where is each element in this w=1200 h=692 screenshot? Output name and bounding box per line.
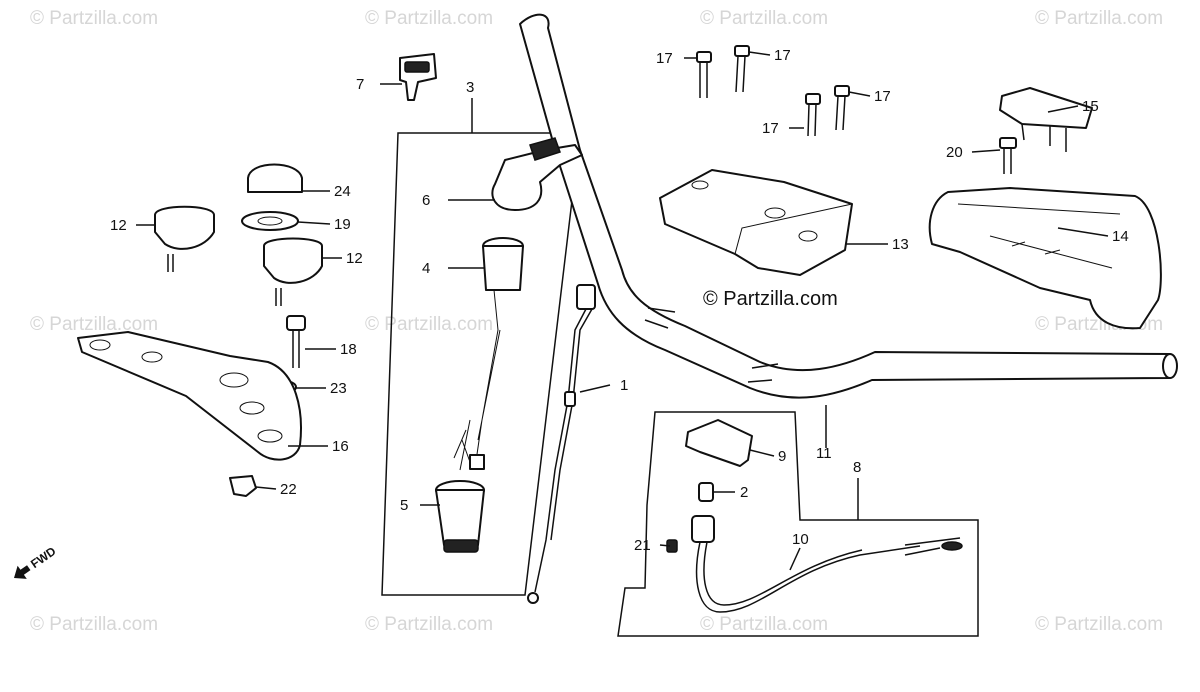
handlebar-part-11[interactable]	[519, 13, 1178, 399]
key-part-7[interactable]	[399, 53, 437, 101]
callout-labels: 7 3 6 4 5 1 9 2 11 8 10 21 12 12 24 19 1…	[110, 47, 1129, 554]
callout-3: 3	[466, 79, 474, 96]
switch-cover-part-6[interactable]	[491, 137, 583, 211]
mirror-switch-group-box	[617, 411, 979, 637]
fwd-arrow-icon: FWD	[14, 544, 59, 579]
watermark: © Partzilla.com	[1035, 614, 1163, 635]
callout-17: 17	[774, 47, 791, 64]
callout-1: 1	[620, 377, 628, 394]
copyright-text: © Partzilla.com	[703, 288, 838, 310]
callout-9: 9	[778, 448, 786, 465]
callout-2: 2	[740, 484, 748, 501]
callout-12: 12	[110, 217, 127, 234]
callout-10: 10	[792, 531, 809, 548]
watermark: © Partzilla.com	[365, 614, 493, 635]
holder-lower-part-12[interactable]	[263, 237, 323, 307]
washer-part-19[interactable]	[241, 211, 299, 231]
switch-holder-part-5[interactable]	[435, 480, 485, 553]
callout-5: 5	[400, 497, 408, 514]
holder-upper-part-12[interactable]	[154, 205, 215, 272]
watermark: © Partzilla.com	[365, 8, 493, 29]
watermark: © Partzilla.com	[1035, 8, 1163, 29]
watermark: © Partzilla.com	[700, 8, 828, 29]
cap-nut-part-24[interactable]	[247, 163, 303, 193]
bolt-part-20[interactable]	[999, 137, 1017, 174]
callout-18: 18	[340, 341, 357, 358]
watermark: © Partzilla.com	[30, 614, 158, 635]
callout-24: 24	[334, 183, 351, 200]
nut-part-22[interactable]	[229, 475, 257, 497]
callout-17: 17	[874, 88, 891, 105]
callout-22: 22	[280, 481, 297, 498]
callout-4: 4	[422, 260, 430, 277]
callout-17: 17	[762, 120, 779, 137]
watermark-layer: © Partzilla.com © Partzilla.com © Partzi…	[30, 8, 1163, 635]
callout-8: 8	[853, 459, 861, 476]
ignition-switch-group-box	[381, 132, 579, 596]
callout-6: 6	[422, 192, 430, 209]
callout-21: 21	[634, 537, 651, 554]
watermark: © Partzilla.com	[30, 8, 158, 29]
callout-19: 19	[334, 216, 351, 233]
watermark: © Partzilla.com	[700, 614, 828, 635]
leader-lines	[136, 51, 1109, 571]
callout-7: 7	[356, 76, 364, 93]
upper-holder-part-13[interactable]	[659, 169, 853, 276]
indicator-part-15[interactable]	[999, 87, 1093, 152]
switch-part-2[interactable]	[698, 482, 714, 502]
callout-15: 15	[1082, 98, 1099, 115]
watermark: © Partzilla.com	[365, 314, 493, 335]
callout-14: 14	[1112, 228, 1129, 245]
bracket-part-16[interactable]	[77, 331, 302, 461]
callout-17: 17	[656, 50, 673, 67]
callout-11: 11	[816, 445, 832, 462]
callout-13: 13	[892, 236, 909, 253]
fwd-label: FWD	[28, 544, 59, 571]
switch-part-9[interactable]	[685, 419, 753, 467]
watermark: © Partzilla.com	[30, 314, 158, 335]
bolt-part-18[interactable]	[286, 315, 306, 368]
callout-23: 23	[330, 380, 347, 397]
bolts-part-17[interactable]	[696, 45, 850, 137]
ignition-switch-part-4[interactable]	[453, 237, 524, 471]
callout-20: 20	[946, 144, 963, 161]
cover-part-14[interactable]	[928, 187, 1162, 330]
cable-part-1[interactable]	[527, 284, 596, 604]
switch-wire-part-10[interactable]	[691, 515, 963, 613]
callout-12: 12	[346, 250, 363, 267]
callout-16: 16	[332, 438, 349, 455]
